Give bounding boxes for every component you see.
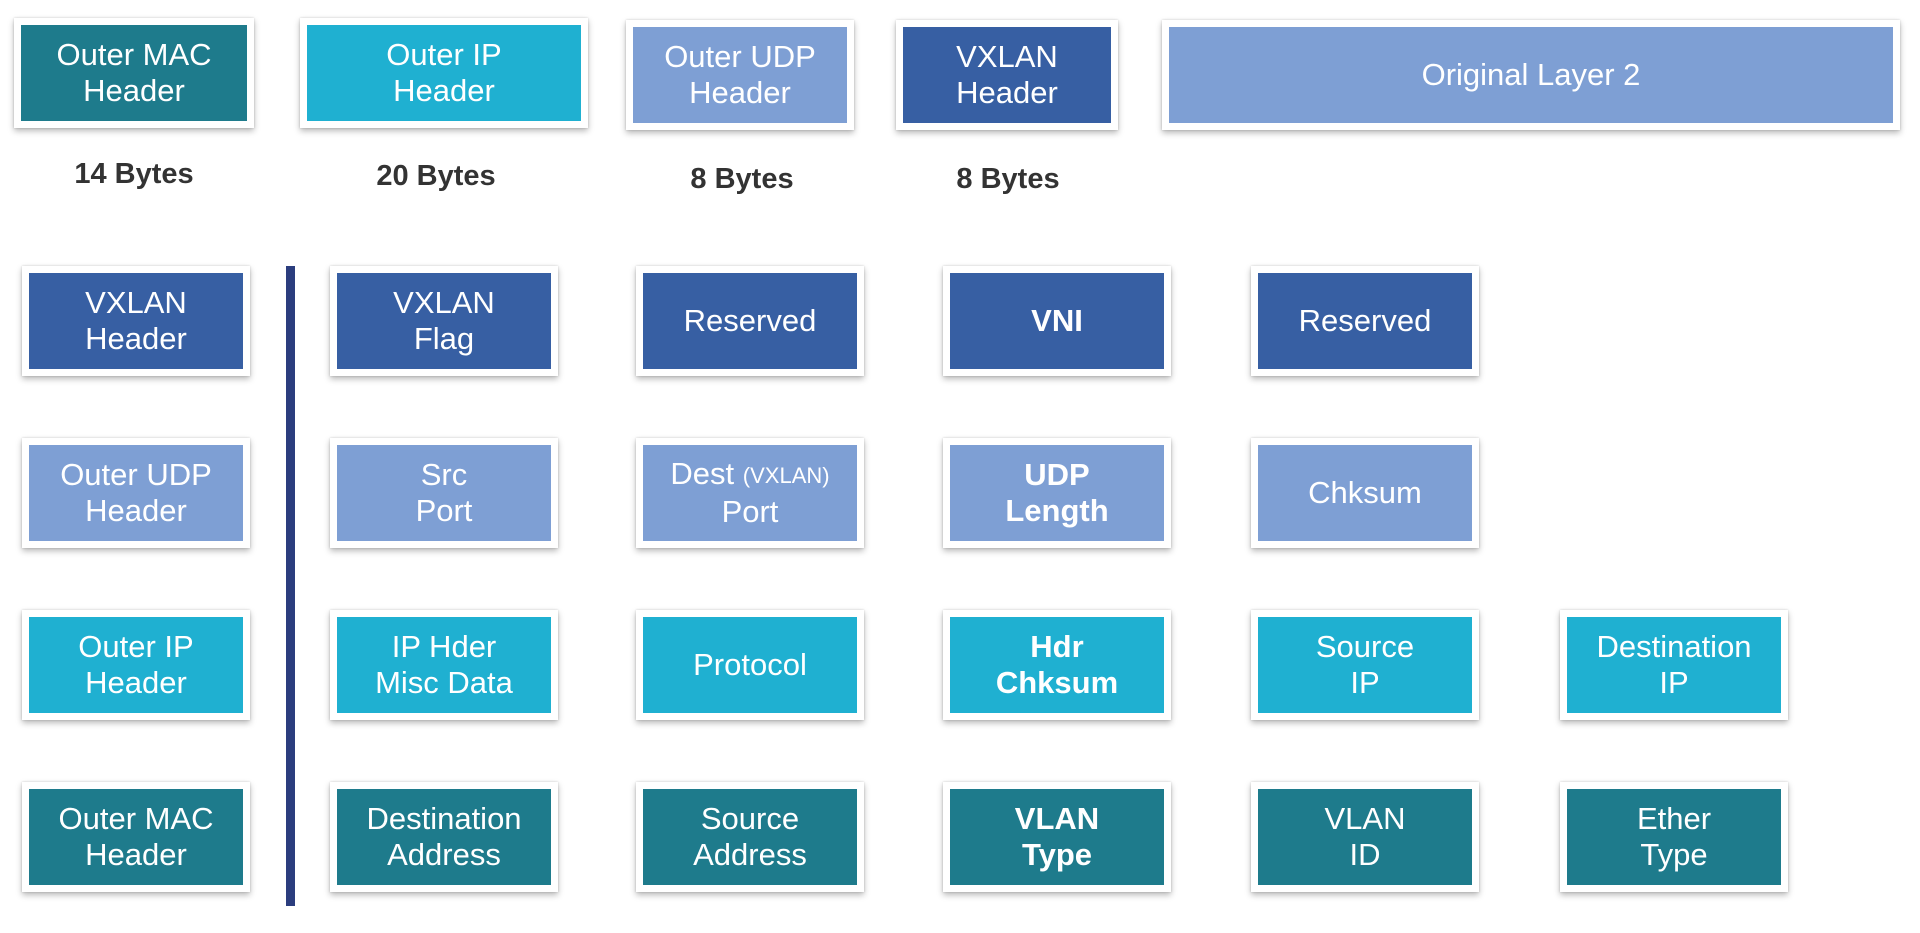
block-label-line2: Header xyxy=(83,73,185,108)
field-line1: Reserved xyxy=(683,303,817,338)
vxlan-header-label: VXLAN Header xyxy=(22,266,250,376)
label-line2: Header xyxy=(85,837,187,872)
ip-header-label: Outer IP Header xyxy=(22,610,250,720)
label-line1: VXLAN xyxy=(85,285,187,320)
block-label-line1: Outer UDP xyxy=(664,39,816,74)
label-line1: Outer UDP xyxy=(60,457,212,492)
field-line1: Destination xyxy=(366,801,522,836)
field-line1: Destination xyxy=(1596,629,1752,664)
field-line1: UDP xyxy=(1024,457,1090,492)
label-line2: Header xyxy=(85,493,187,528)
mac-vlan-id-field: VLAN ID xyxy=(1251,782,1479,892)
outer-udp-size-label: 8 Bytes xyxy=(690,163,794,195)
field-line1: VLAN xyxy=(1324,801,1406,836)
block-label-line1: Outer IP xyxy=(386,37,502,72)
field-line1: Source xyxy=(1315,629,1415,664)
outer-udp-header-block: Outer UDP Header xyxy=(626,20,854,130)
udp-chksum-field: Chksum xyxy=(1251,438,1479,548)
original-layer2-block: Original Layer 2 xyxy=(1162,20,1900,130)
field-line1: VXLAN xyxy=(393,285,495,320)
mac-header-label: Outer MAC Header xyxy=(22,782,250,892)
field-line2: Type xyxy=(1021,837,1093,872)
outer-mac-header-block: Outer MAC Header xyxy=(14,18,254,128)
dest-text: Dest xyxy=(670,456,735,492)
block-label-line1: Outer MAC xyxy=(56,37,212,72)
outer-ip-header-block: Outer IP Header xyxy=(300,18,588,128)
udp-header-label: Outer UDP Header xyxy=(22,438,250,548)
udp-dest-port-field: Dest (VXLAN) Port xyxy=(636,438,864,548)
mac-source-address-field: Source Address xyxy=(636,782,864,892)
field-line2: Chksum xyxy=(995,665,1119,700)
ip-destination-ip-field: Destination IP xyxy=(1560,610,1788,720)
field-line1: Source xyxy=(700,801,800,836)
udp-src-port-field: Src Port xyxy=(330,438,558,548)
field-line1: Chksum xyxy=(1308,475,1422,510)
field-line2: Misc Data xyxy=(375,665,513,700)
field-line1: Src xyxy=(420,457,468,492)
field-line2: Port xyxy=(721,493,779,529)
block-label-line2: Header xyxy=(393,73,495,108)
vxlan-reserved-field-1: Reserved xyxy=(636,266,864,376)
block-label-line1: VXLAN xyxy=(956,39,1058,74)
field-line2: Type xyxy=(1640,837,1708,872)
field-line1: Dest (VXLAN) xyxy=(670,456,829,494)
field-line2: IP xyxy=(1350,665,1380,700)
field-line2: Length xyxy=(1005,493,1109,528)
field-line2: IP xyxy=(1659,665,1689,700)
mac-destination-address-field: Destination Address xyxy=(330,782,558,892)
field-line2: Flag xyxy=(413,321,475,356)
mac-vlan-type-field: VLAN Type xyxy=(943,782,1171,892)
field-line1: Hdr xyxy=(1030,629,1084,664)
ip-protocol-field: Protocol xyxy=(636,610,864,720)
field-line1: VNI xyxy=(1031,303,1083,338)
ip-misc-data-field: IP Hder Misc Data xyxy=(330,610,558,720)
field-line1: Protocol xyxy=(693,647,807,682)
outer-ip-size-label: 20 Bytes xyxy=(376,160,496,192)
mac-ether-type-field: Ether Type xyxy=(1560,782,1788,892)
label-line1: Outer IP xyxy=(78,629,194,664)
field-line1: VLAN xyxy=(1014,801,1100,836)
field-line2: ID xyxy=(1349,837,1381,872)
vxlan-flag-field: VXLAN Flag xyxy=(330,266,558,376)
udp-length-field: UDP Length xyxy=(943,438,1171,548)
block-label-line2: Header xyxy=(956,75,1058,110)
label-line1: Outer MAC xyxy=(58,801,214,836)
field-line1: IP Hder xyxy=(391,629,497,664)
vxlan-reserved-field-2: Reserved xyxy=(1251,266,1479,376)
label-line2: Header xyxy=(85,321,187,356)
ip-hdr-chksum-field: Hdr Chksum xyxy=(943,610,1171,720)
outer-mac-size-label: 14 Bytes xyxy=(74,158,194,190)
vxlan-note: (VXLAN) xyxy=(742,462,830,488)
divider-line xyxy=(286,266,295,906)
block-label-line2: Header xyxy=(689,75,791,110)
block-label: Original Layer 2 xyxy=(1421,57,1641,92)
ip-source-ip-field: Source IP xyxy=(1251,610,1479,720)
vxlan-vni-field: VNI xyxy=(943,266,1171,376)
label-line2: Header xyxy=(85,665,187,700)
vxlan-size-label: 8 Bytes xyxy=(956,163,1060,195)
field-line1: Ether xyxy=(1636,801,1712,836)
field-line2: Port xyxy=(415,493,473,528)
field-line1: Reserved xyxy=(1298,303,1432,338)
field-line2: Address xyxy=(693,837,807,872)
field-line2: Address xyxy=(387,837,501,872)
vxlan-header-block: VXLAN Header xyxy=(896,20,1118,130)
